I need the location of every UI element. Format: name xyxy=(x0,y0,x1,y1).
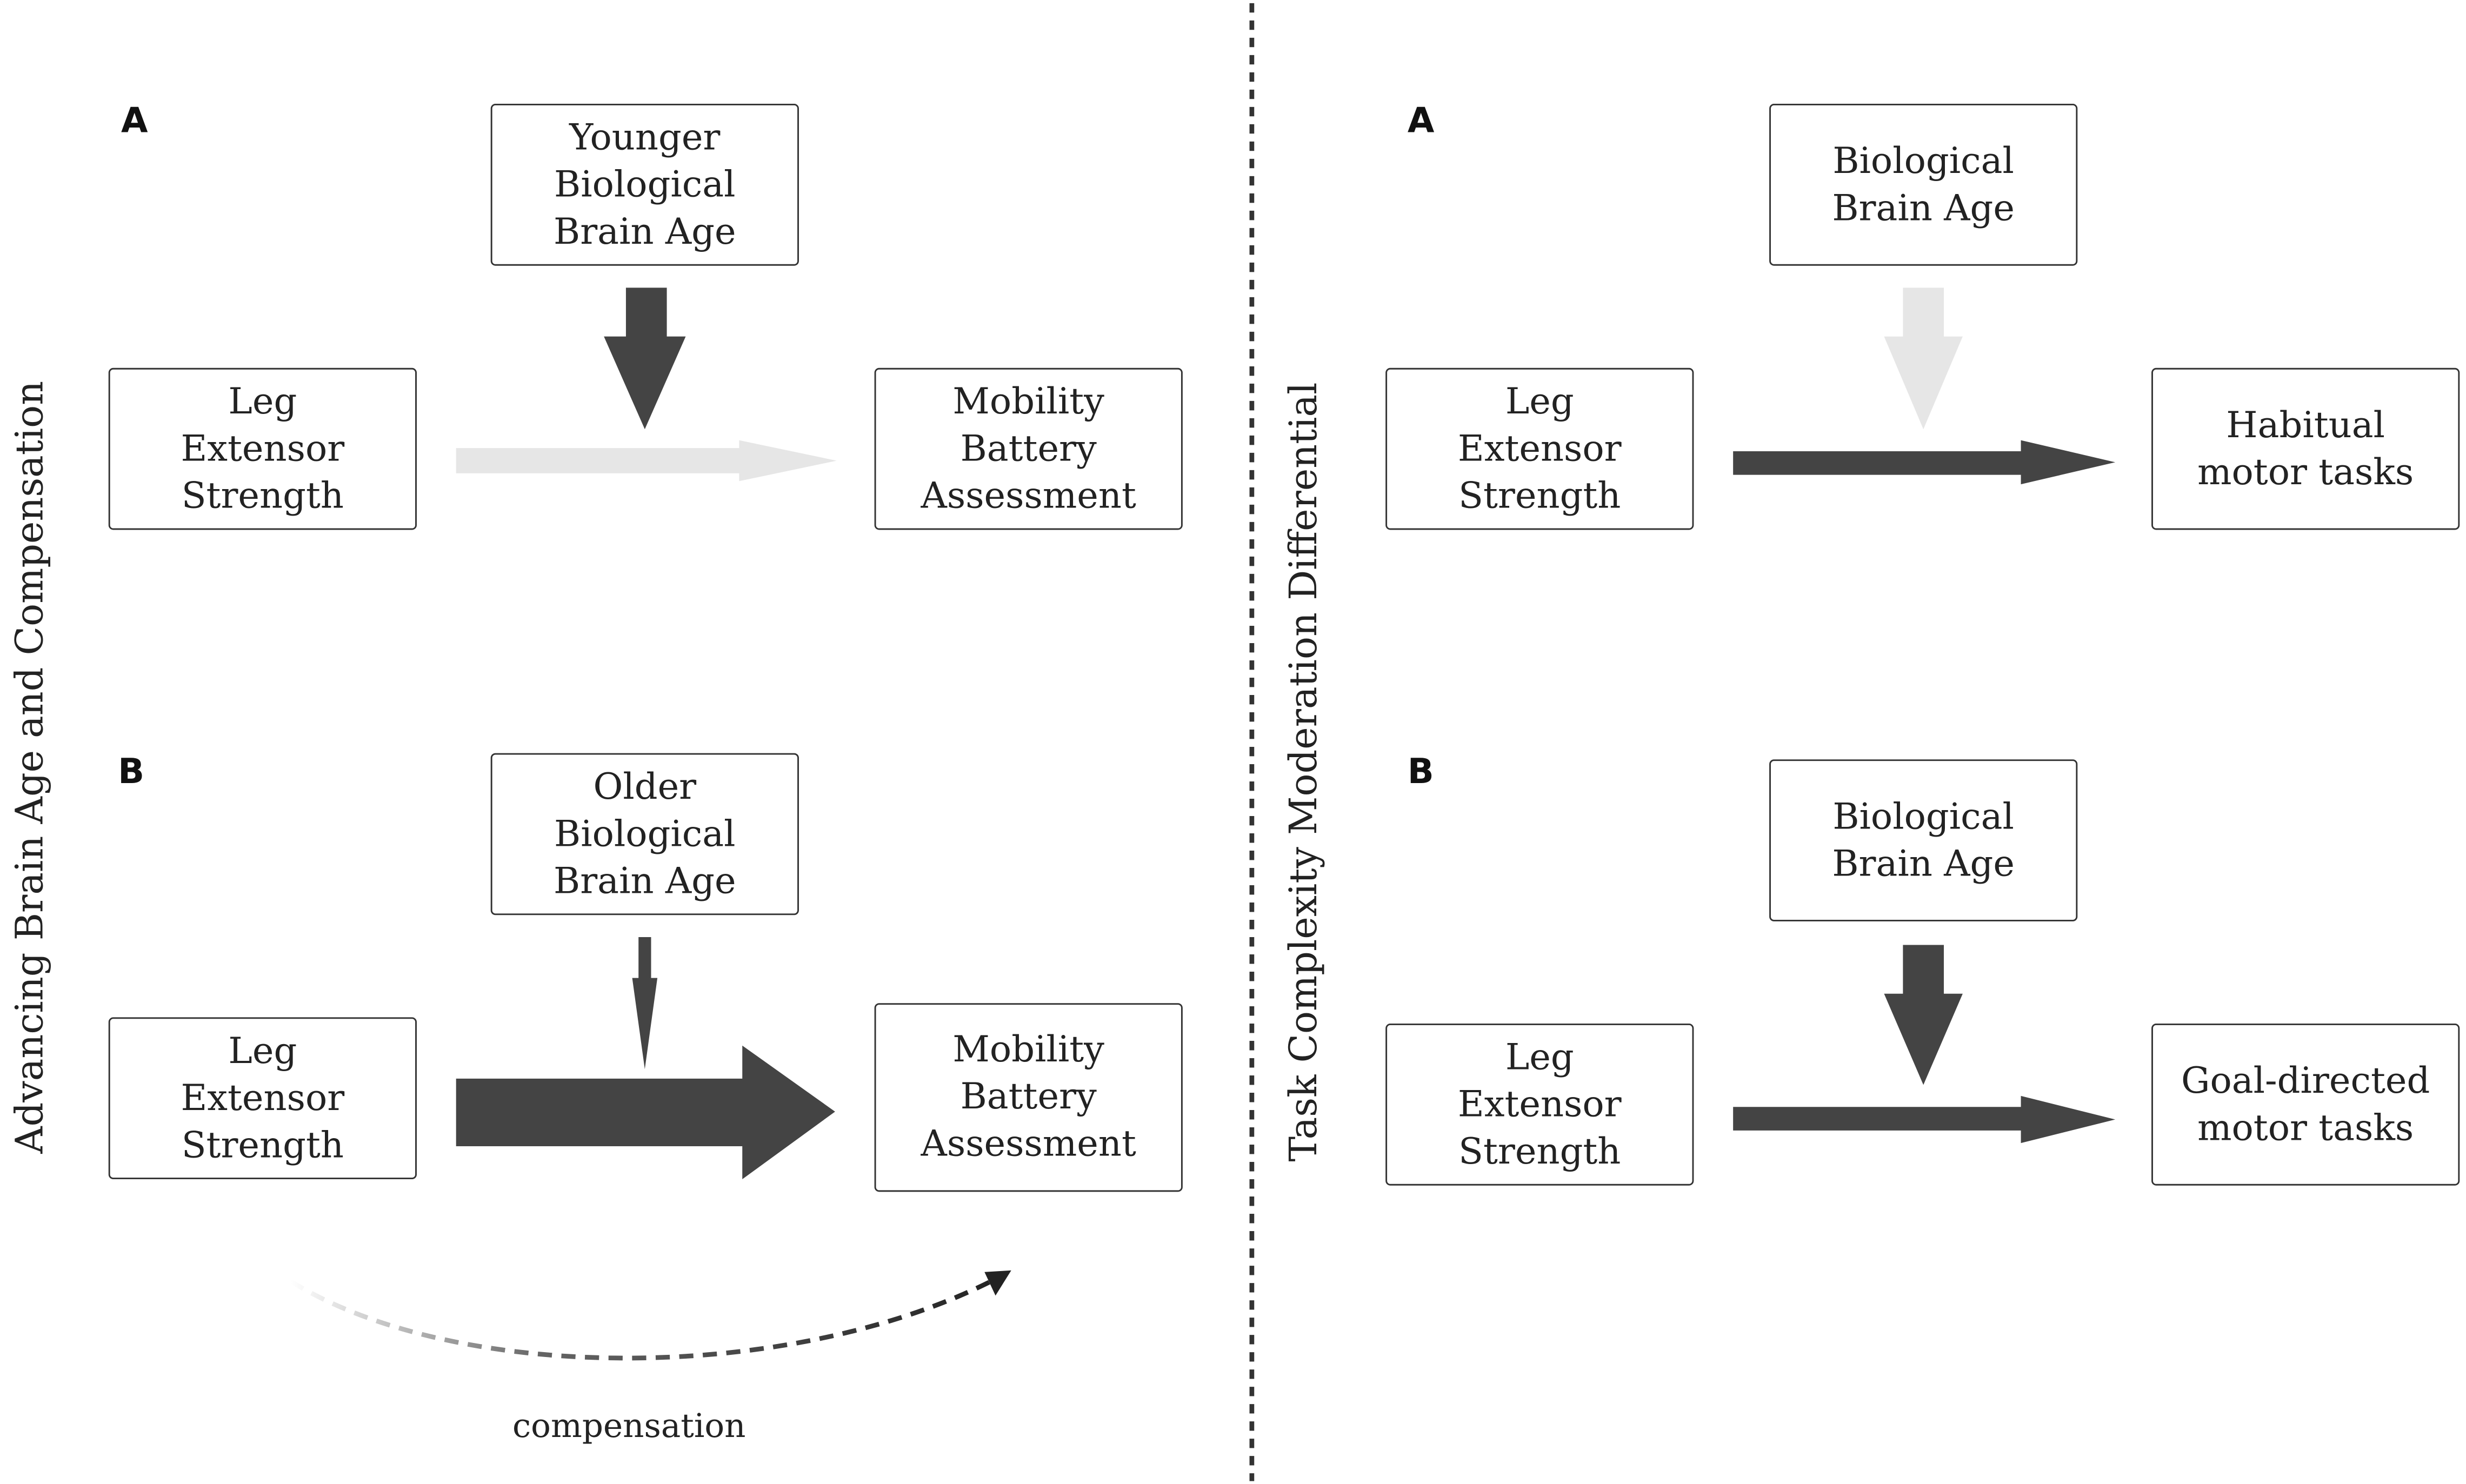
compensation-arrowhead xyxy=(984,1270,1011,1296)
left-panel-b-label: B xyxy=(118,753,145,793)
left-b-outcome-box: Mobility Battery Assessment xyxy=(874,1003,1183,1192)
left-a-direct-arrow xyxy=(456,440,837,482)
left-b-predictor-text: Leg Extensor Strength xyxy=(181,1031,345,1166)
right-b-direct-arrow xyxy=(1733,1095,2116,1144)
right-panel-b-label: B xyxy=(1407,753,1434,793)
right-b-outcome-box: Goal-directed motor tasks xyxy=(2151,1024,2460,1186)
left-panel-a-label: A xyxy=(121,102,148,142)
right-b-predictor-box: Leg Extensor Strength xyxy=(1385,1024,1694,1186)
left-b-direct-arrow xyxy=(456,1045,835,1180)
left-a-moderator-box: Younger Biological Brain Age xyxy=(490,104,799,266)
left-a-predictor-text: Leg Extensor Strength xyxy=(181,381,345,517)
left-a-outcome-text: Mobility Battery Assessment xyxy=(921,381,1136,517)
right-a-predictor-text: Leg Extensor Strength xyxy=(1457,381,1622,517)
right-a-outcome-text: Habitual motor tasks xyxy=(2197,405,2414,493)
right-b-moderator-arrow xyxy=(1884,945,1963,1085)
left-b-moderator-box: Older Biological Brain Age xyxy=(490,753,799,915)
left-a-moderator-text: Younger Biological Brain Age xyxy=(554,117,736,252)
right-b-outcome-text: Goal-directed motor tasks xyxy=(2181,1060,2430,1149)
left-b-outcome-text: Mobility Battery Assessment xyxy=(921,1030,1136,1165)
left-b-moderator-arrow xyxy=(632,937,658,1069)
left-a-outcome-box: Mobility Battery Assessment xyxy=(874,367,1183,530)
right-a-moderator-text: Biological Brain Age xyxy=(1832,141,2015,229)
right-b-predictor-text: Leg Extensor Strength xyxy=(1457,1037,1622,1172)
right-a-moderator-box: Biological Brain Age xyxy=(1769,104,2078,266)
left-b-moderator-text: Older Biological Brain Age xyxy=(554,766,736,902)
right-panel-title: Task Complexity Moderation Differential xyxy=(1282,382,1326,1162)
left-panel-title: Advancing Brain Age and Compensation xyxy=(8,380,52,1154)
left-b-predictor-box: Leg Extensor Strength xyxy=(108,1017,417,1180)
left-a-predictor-box: Leg Extensor Strength xyxy=(108,367,417,530)
right-a-predictor-box: Leg Extensor Strength xyxy=(1385,367,1694,530)
right-panel-a-label: A xyxy=(1407,102,1435,142)
right-a-direct-arrow xyxy=(1733,440,2116,485)
left-a-moderator-arrow xyxy=(604,288,686,430)
right-b-moderator-box: Biological Brain Age xyxy=(1769,759,2078,921)
right-b-moderator-text: Biological Brain Age xyxy=(1832,796,2015,885)
right-a-moderator-arrow xyxy=(1884,288,1963,430)
compensation-curve xyxy=(289,1279,992,1361)
compensation-label: compensation xyxy=(512,1407,746,1445)
right-a-outcome-box: Habitual motor tasks xyxy=(2151,367,2460,530)
